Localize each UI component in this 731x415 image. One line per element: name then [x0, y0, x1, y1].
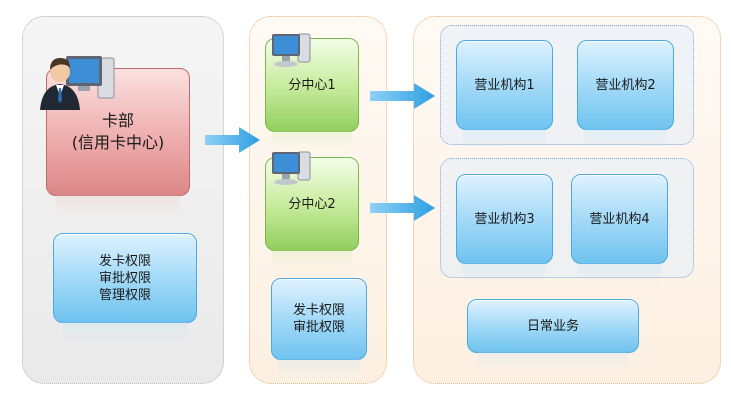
branch-unit-1-label: 营业机构1: [474, 77, 535, 93]
arrow-right-icon: [205, 127, 260, 153]
permission-management: 管理权限: [98, 287, 151, 303]
headquarters-name: 卡部: [101, 111, 134, 130]
permission-issue-card: 发卡权限: [292, 303, 345, 318]
arrow-right-icon: [370, 195, 435, 221]
sub-center-permissions: 发卡权限 审批权限: [271, 278, 367, 381]
arrow-right-icon: [370, 83, 435, 109]
computer-icon: [272, 33, 311, 67]
sub-center-1-label: 分中心1: [288, 77, 336, 93]
branch-unit-4-label: 营业机构4: [589, 211, 650, 227]
branch-unit-2: 营业机构2: [577, 40, 674, 151]
headquarters-permissions: 发卡权限 审批权限 管理权限: [53, 233, 197, 344]
permission-approval: 审批权限: [98, 270, 151, 286]
branch-unit-3-label: 营业机构3: [474, 211, 535, 227]
branch-unit-4: 营业机构4: [571, 174, 668, 285]
branch-unit-1: 营业机构1: [456, 40, 553, 151]
daily-business-label: 日常业务: [526, 318, 579, 334]
branch-unit-3: 营业机构3: [456, 174, 553, 285]
headquarters-subname: (信用卡中心): [71, 133, 165, 152]
user-at-computer-icon: [40, 56, 115, 110]
daily-business-node: 日常业务: [467, 299, 639, 374]
sub-center-2-label: 分中心2: [288, 196, 336, 212]
branch-unit-2-label: 营业机构2: [595, 77, 656, 93]
permission-issue-card: 发卡权限: [98, 253, 151, 269]
permission-approval: 审批权限: [292, 320, 345, 335]
computer-icon: [272, 151, 311, 185]
